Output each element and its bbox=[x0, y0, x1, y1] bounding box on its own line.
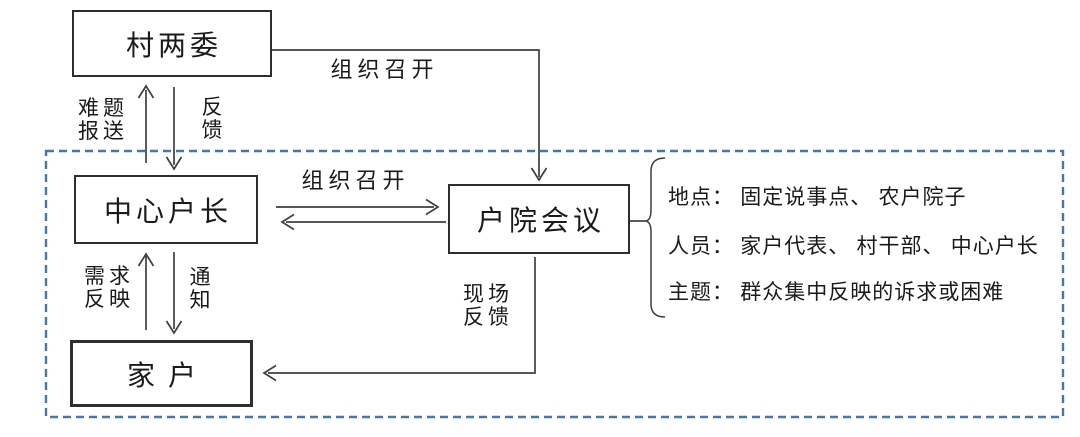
edge-label-onsite-feedback: 现场 反馈 bbox=[458, 283, 518, 329]
edge-label-problem-report: 难题 报送 bbox=[72, 97, 134, 143]
edge-label-line: 现场 bbox=[463, 282, 513, 306]
edge-onsite-feedback-line bbox=[268, 257, 536, 374]
node-courtyard-meeting: 户院会议 bbox=[448, 184, 630, 254]
edge-label-line: 馈 bbox=[201, 118, 227, 142]
node-central-household-head: 中心户长 bbox=[74, 175, 258, 244]
edge-label-line: 知 bbox=[189, 288, 215, 312]
curly-brace bbox=[644, 157, 666, 318]
arrowhead-down-into-meeting bbox=[530, 167, 548, 182]
edge-label-line: 反 bbox=[201, 95, 227, 119]
annotation-line-personnel: 人员： 家户代表、 村干部、 中心户长 bbox=[668, 234, 1039, 258]
edge-label-demand-reflect: 需求 反映 bbox=[78, 265, 140, 311]
edge-label-organize-convene-mid: 组织召开 bbox=[301, 168, 410, 193]
edge-label-line: 反馈 bbox=[463, 305, 513, 329]
edge-label-line: 难题 bbox=[78, 96, 128, 120]
edge-organize-top-line bbox=[272, 49, 540, 177]
annotation-line-location: 地点： 固定说事点、 农户院子 bbox=[668, 185, 967, 209]
arrowhead-right-to-meeting bbox=[425, 198, 440, 216]
edge-label-line: 报送 bbox=[78, 119, 128, 143]
arrowhead-left-to-household bbox=[262, 364, 277, 382]
node-village-committee: 村两委 bbox=[72, 10, 272, 77]
arrowhead-left-to-central bbox=[280, 213, 295, 231]
arrowhead-down-to-central bbox=[165, 156, 183, 171]
arrowhead-up-to-central bbox=[137, 252, 155, 267]
edge-label-organize-convene-top: 组织召开 bbox=[330, 57, 439, 82]
arrowhead-up-to-village bbox=[137, 84, 155, 99]
edge-label-feedback: 反 馈 bbox=[190, 96, 238, 142]
edge-label-line: 需求 bbox=[84, 264, 134, 288]
edge-label-line: 通 bbox=[189, 265, 215, 289]
arrowhead-down-to-household bbox=[165, 320, 183, 335]
dashed-boundary bbox=[44, 149, 1065, 419]
edge-label-notify: 通 知 bbox=[178, 266, 226, 312]
node-household: 家户 bbox=[70, 340, 253, 407]
edge-label-line: 反映 bbox=[84, 287, 134, 311]
annotation-line-topic: 主题： 群众集中反映的诉求或困难 bbox=[668, 280, 1005, 304]
